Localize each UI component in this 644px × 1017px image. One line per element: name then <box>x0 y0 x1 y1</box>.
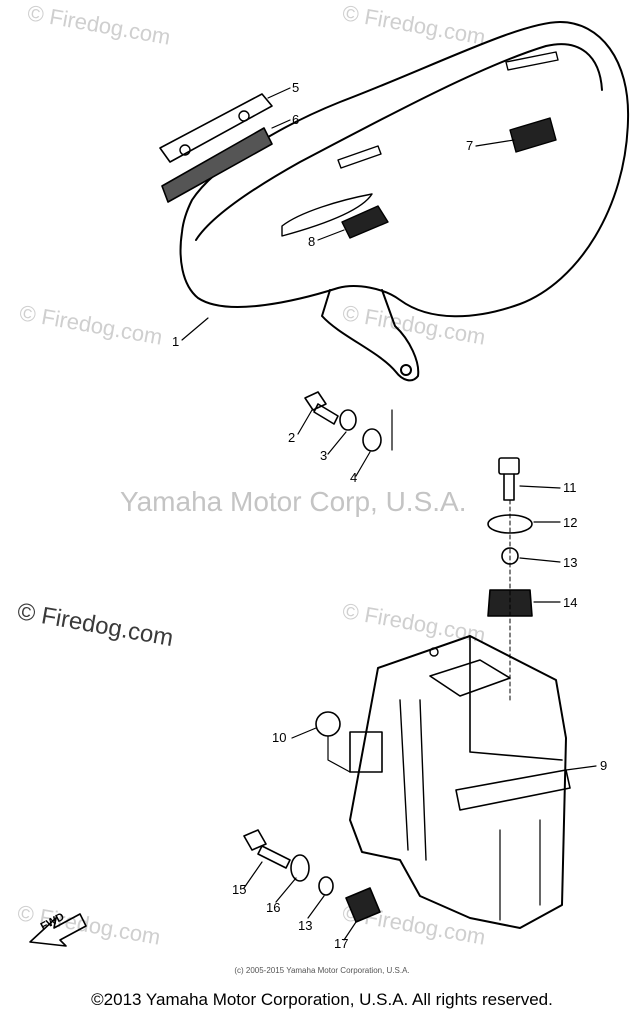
callout-9: 9 <box>600 758 608 773</box>
grommet-14 <box>487 589 533 617</box>
callout-3: 3 <box>320 448 328 463</box>
center-watermark: Yamaha Motor Corp, U.S.A. <box>120 486 467 517</box>
diagram-copyright: (c) 2005-2015 Yamaha Motor Corporation, … <box>234 966 410 975</box>
pad-7 <box>509 117 557 153</box>
oil-tank <box>349 635 567 929</box>
callout-7: 7 <box>466 138 474 153</box>
callout-1: 1 <box>172 334 180 349</box>
side-cover-outline <box>179 21 630 318</box>
emblem-5 <box>159 93 273 163</box>
bolt-15 <box>243 829 291 869</box>
emblem-6 <box>161 127 273 203</box>
knob-10 <box>315 711 341 737</box>
pad-8 <box>341 205 389 239</box>
callout-11: 11 <box>563 480 577 495</box>
washer-16 <box>290 854 310 882</box>
callout-8: 8 <box>308 234 316 249</box>
callout-17: 17 <box>334 936 349 951</box>
callout-12: 12 <box>563 515 578 530</box>
footer-copyright: ©2013 Yamaha Motor Corporation, U.S.A. A… <box>91 990 553 1009</box>
washer-3 <box>339 409 357 431</box>
callout-6: 6 <box>292 112 300 127</box>
fwd-arrow <box>29 913 87 947</box>
callout-14: 14 <box>563 595 578 610</box>
callout-15: 15 <box>232 882 247 897</box>
side-cover-bracket <box>321 289 420 382</box>
collar-13b <box>318 876 334 896</box>
callout-13: 13 <box>563 555 578 570</box>
callout-13-lower: 13 <box>298 918 313 933</box>
bolt-11 <box>498 457 520 475</box>
callout-10: 10 <box>272 730 287 745</box>
callout-4: 4 <box>350 470 358 485</box>
callout-5: 5 <box>292 80 300 95</box>
callout-16: 16 <box>266 900 281 915</box>
grommet-17 <box>345 887 381 923</box>
callout-2: 2 <box>288 430 296 445</box>
nut-4 <box>362 428 382 452</box>
tank-strap <box>455 769 571 811</box>
bolt-2 <box>304 391 339 425</box>
